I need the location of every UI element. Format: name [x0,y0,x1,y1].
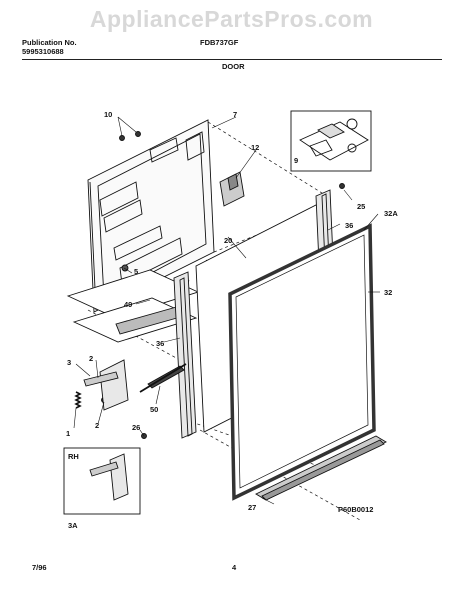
inner-door-frame [87,119,215,313]
callout-3: 3 [67,358,71,367]
callout-25: 25 [357,202,365,211]
callout-9: 9 [294,156,298,165]
section-title: DOOR [222,62,245,71]
inset-rh-label: RH [68,452,79,461]
callout-5: 5 [134,267,138,276]
callout-10: 10 [104,110,112,119]
callout-50: 50 [150,405,158,414]
callout-2-upper: 2 [89,354,93,363]
callout-7: 7 [233,110,237,119]
callout-12: 12 [251,143,259,152]
door-latch [219,171,245,207]
callout-3a: 3A [68,521,78,530]
rh-hinge-inset [63,447,141,515]
callout-36-lower: 36 [156,339,164,348]
footer-date: 7/96 [32,563,47,572]
callout-36-upper: 36 [345,221,353,230]
watermark: AppliancePartsPros.com [89,6,374,32]
callout-49: 49 [124,300,132,309]
callout-27: 27 [248,503,256,512]
side-rail [139,363,187,393]
diagram-code: P60B0012 [338,505,373,514]
publication-number: 5995310688 [22,47,64,56]
publication-label: Publication No. [22,38,77,47]
callout-2-lower: 2 [95,421,99,430]
footer-page-number: 4 [232,563,237,572]
callout-26: 26 [132,423,140,432]
model-number: FDB737GF [200,38,239,47]
callout-32a: 32A [384,209,398,218]
callout-32: 32 [384,288,392,297]
outer-door-panel [228,223,376,501]
gasket-layers [66,269,200,343]
inset-detail-box [290,110,372,172]
header-rule [22,59,442,60]
callout-labels: 10 7 12 9 25 32A 36 20 5 32 49 36 3 2 2 … [66,110,398,530]
callout-20: 20 [224,236,232,245]
hinge-assembly [74,359,129,411]
callout-1: 1 [66,429,70,438]
